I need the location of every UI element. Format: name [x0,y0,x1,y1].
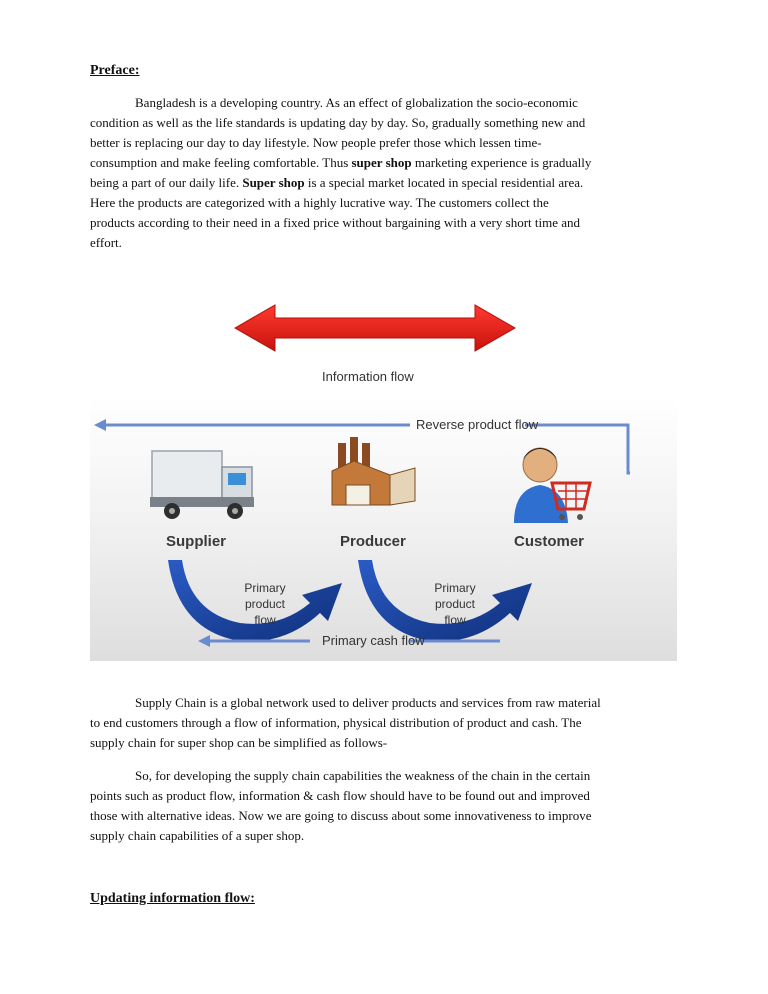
text-line: effort. [90,235,122,250]
primary-product-flow-label: Primary product flow [244,581,286,627]
supply-chain-diagram: Information flow Reverse product flow Su… [90,283,677,661]
bold-term: Super shop [242,175,305,190]
customer-icon [514,447,592,523]
text-line: So, for developing the supply chain capa… [135,768,591,783]
curved-flow-arrow [358,560,532,642]
text-line: to end customers through a flow of infor… [90,715,582,730]
producer-label: Producer [340,533,406,550]
curved-flow-arrow [168,560,342,642]
customer-label: Customer [514,533,585,550]
text-line: Here the products are categorized with a… [90,195,549,210]
preface-paragraph: Bangladesh is a developing country. As a… [90,93,680,253]
preface-heading: Preface: [90,63,140,78]
text-line: products according to their need in a fi… [90,215,581,230]
bold-term: super shop [351,155,412,170]
text-line: supply chain capabilities of a super sho… [90,828,305,843]
cash-flow-arrowhead [198,635,210,647]
reverse-flow-line [525,423,630,475]
primary-product-flow-label: Primary product flow [434,581,476,627]
text-line: those with alternative ideas. Now we are… [90,808,592,823]
text-line: being a part of our daily life. Super sh… [90,175,584,190]
text-line: points such as product flow, information… [90,788,590,803]
factory-icon [331,437,416,506]
text-line: Bangladesh is a developing country. As a… [135,95,578,110]
supplier-label: Supplier [166,533,227,550]
text-line: supply chain for super shop can be simpl… [90,735,388,750]
reverse-flow-arrowhead [94,419,106,431]
supply-chain-paragraph: Supply Chain is a global network used to… [90,693,680,753]
text-line: consumption and make feeling comfortable… [90,155,592,170]
information-flow-arrow [233,304,517,352]
text-line: Supply Chain is a global network used to… [135,695,601,710]
text-line: better is replacing our day to day lifes… [90,135,542,150]
information-flow-label: Information flow [322,369,414,384]
text-line: condition as well as the life standards … [90,115,586,130]
capabilities-paragraph: So, for developing the supply chain capa… [90,766,680,846]
diagram-graphics [94,304,630,647]
primary-cash-flow-label: Primary cash flow [322,633,425,648]
section-heading: Updating information flow: [90,891,255,906]
truck-icon [150,450,254,519]
reverse-product-flow-label: Reverse product flow [416,417,539,432]
